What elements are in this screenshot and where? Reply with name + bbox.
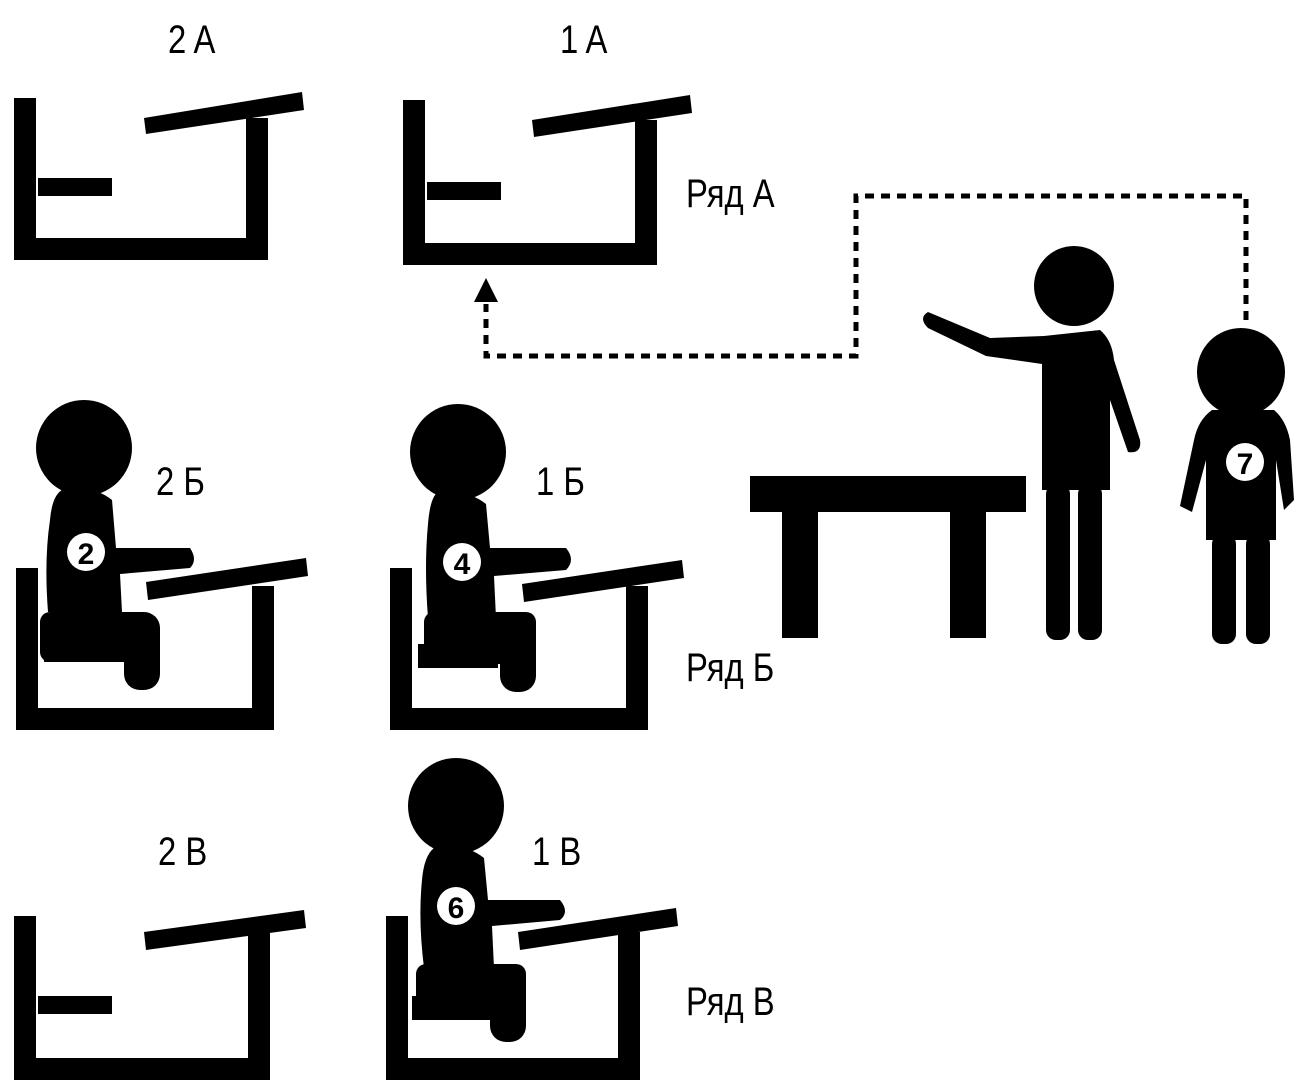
person-7 bbox=[1180, 328, 1294, 644]
seat-label-2b: 2 Б bbox=[156, 460, 205, 504]
row-label-v: Ряд В bbox=[686, 980, 775, 1024]
seat-label-2v: 2 В bbox=[158, 830, 208, 874]
desk-2b bbox=[16, 558, 308, 730]
row-label-a: Ряд А bbox=[686, 172, 775, 216]
arrow-head bbox=[474, 278, 498, 302]
desk-2v bbox=[14, 910, 306, 1080]
teacher bbox=[923, 246, 1141, 640]
teacher-table bbox=[750, 476, 1026, 638]
person-2 bbox=[36, 400, 195, 690]
desk-1a bbox=[403, 95, 692, 265]
person-6 bbox=[408, 758, 565, 1042]
person-4 bbox=[410, 404, 571, 692]
desk-1b bbox=[390, 560, 684, 730]
row-label-b: Ряд Б bbox=[686, 646, 775, 690]
seat-label-1a: 1 A bbox=[560, 18, 608, 62]
seat-label-2a: 2 A bbox=[168, 18, 216, 62]
seat-label-1v: 1 В bbox=[532, 830, 582, 874]
seat-label-1b: 1 Б bbox=[536, 460, 585, 504]
person-7-number: 7 bbox=[1237, 448, 1254, 481]
person-6-number: 6 bbox=[448, 892, 465, 925]
person-2-number: 2 bbox=[78, 538, 95, 571]
person-4-number: 4 bbox=[454, 548, 471, 581]
desk-2a bbox=[14, 92, 304, 260]
desk-1v bbox=[386, 908, 678, 1080]
movement-path bbox=[483, 193, 1249, 359]
